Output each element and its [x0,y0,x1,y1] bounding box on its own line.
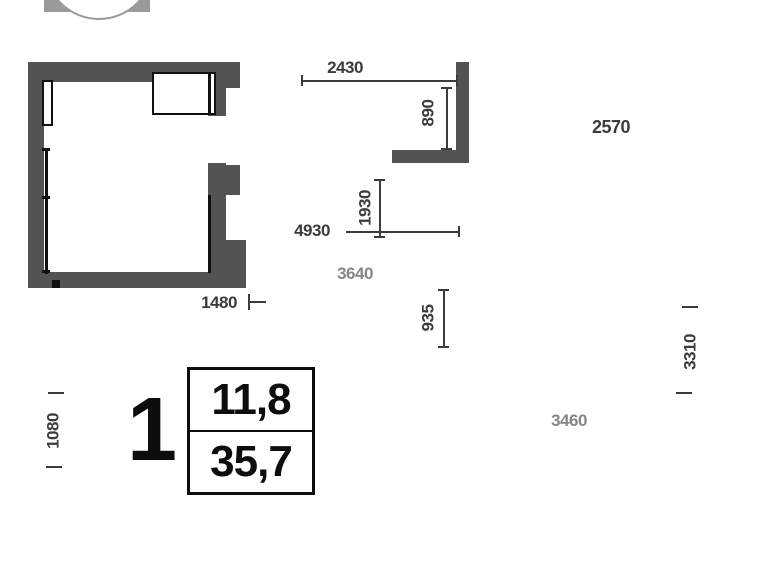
window-mullion-tick [42,196,50,199]
door-opening [206,116,228,163]
total-area-value: 35,7 [210,437,293,486]
dimension-label-lower-vertical: 935 [418,304,438,332]
area-box-divider [190,430,312,432]
right-wall-inner-face [208,195,211,273]
dimension-label-inner-room-width: 3640 [337,264,373,283]
dimension-line [302,80,458,82]
area-info-box: 11,8 35,7 [187,367,315,495]
dimension-label-bottom-left-width: 1480 [201,293,237,312]
dimension-tick [682,306,698,308]
dimension-tick [441,148,452,150]
dimension-label-left-vertical: 1080 [43,413,63,449]
dimension-tick [374,179,385,181]
dimension-line [443,290,445,348]
dimension-label-top-width: 2430 [327,58,363,77]
dimension-line [346,231,460,233]
dimension-tick [374,236,385,238]
dimension-tick [458,226,460,237]
dimension-label-right-width: 2570 [591,117,631,137]
window-glazing-line [45,148,48,274]
dimension-line [446,88,448,150]
dimension-tick [438,346,449,348]
dimension-tick [456,75,458,86]
dimension-tick [438,289,449,291]
right-wall-inner-face [208,72,211,114]
dimension-label-top-vertical: 890 [418,99,438,127]
right-wall-pillar-bottom [208,240,246,288]
room-left-wall [28,62,44,288]
dimension-label-inner-bottom-width: 3460 [551,411,587,430]
dimension-tick [441,87,452,89]
window-frame-box [42,80,53,126]
window-mullion-tick [42,270,50,273]
dimension-tick [48,392,64,394]
dimension-label-mid-width: 4930 [294,221,330,240]
dimension-label-right-vertical: 3310 [680,334,700,370]
dimension-tick [46,466,62,468]
duct-shaft-box [152,72,216,115]
corridor-wall-horizontal [392,150,469,163]
bottom-wall-tick [52,280,60,288]
dimension-tick [301,75,303,86]
room-count: 1 [126,380,178,480]
dimension-line [379,180,381,238]
dimension-tick [676,392,692,394]
corridor-wall-vertical [456,62,469,162]
dimension-line [248,301,266,303]
living-area-value: 11,8 [211,375,291,424]
room-bottom-wall [28,272,226,288]
right-wall-pillar-mid [208,165,240,195]
window-mullion-tick [42,148,50,151]
dimension-tick [248,294,250,310]
dimension-label-mid-vertical: 1930 [355,190,375,226]
